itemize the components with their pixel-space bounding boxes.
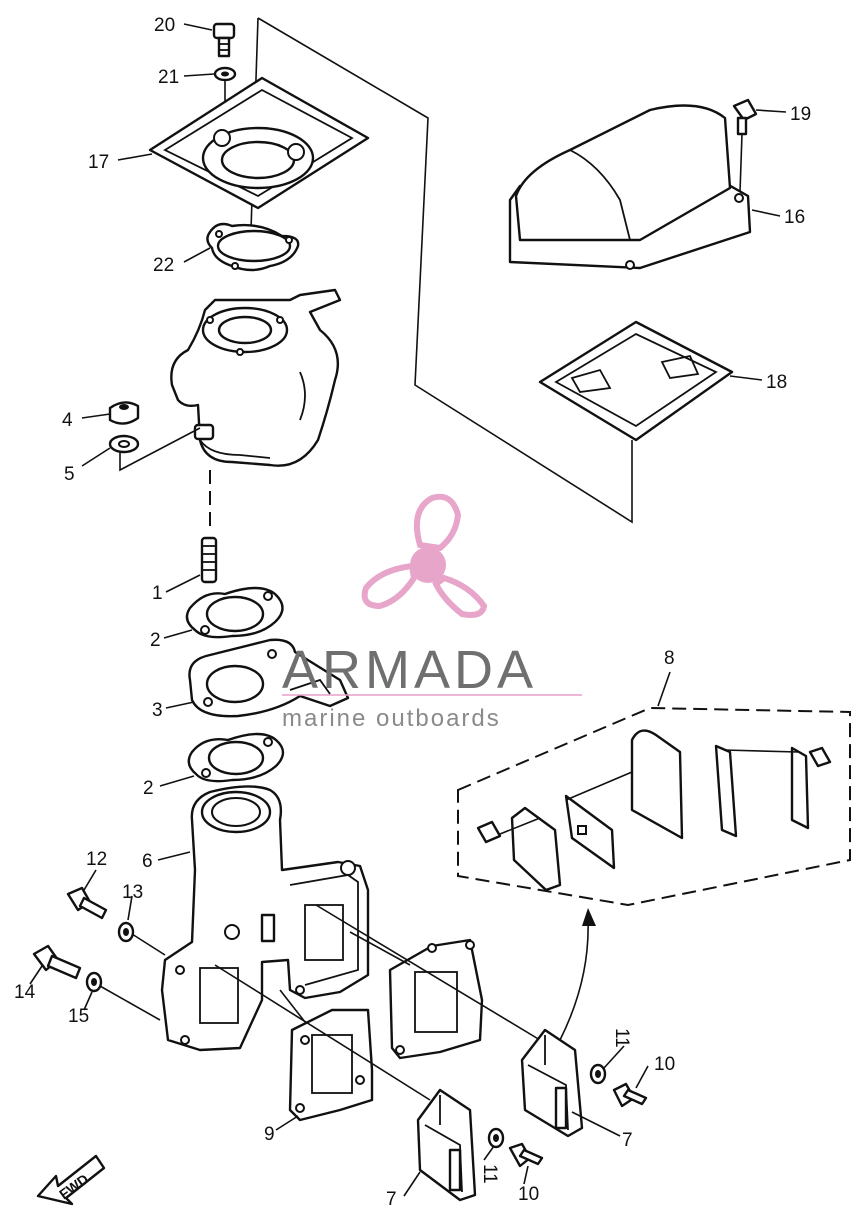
callout-6: 6 [142,851,153,872]
part-20-bolt [212,22,236,58]
callout-10-lower: 10 [518,1184,539,1205]
callout-7-lower: 7 [386,1189,397,1210]
part-2-gasket-lower [187,732,285,783]
gasket-link-a [279,989,306,1023]
part-5-washer [108,434,140,454]
callout-14: 14 [14,982,36,1003]
watermark-brand: ARMADA [282,640,537,700]
callout-2-lower: 2 [143,778,154,799]
part-13-axis [131,933,166,956]
fwd-direction-marker: FWD [36,1154,106,1206]
part-12-bolt [66,886,108,920]
part-3-plate [188,638,350,718]
part-11-washer-lower [487,1127,505,1149]
part-5-axis [119,427,201,472]
callout-9: 9 [264,1124,275,1145]
callout-1: 1 [152,583,163,604]
part-13-washer [117,921,135,943]
callout-15: 15 [68,1006,89,1027]
part-4-nut [108,401,140,425]
part-1-stud [200,536,218,584]
propeller-blade-left [361,562,418,610]
callout-leaders [29,23,787,1197]
part-17-intake-cover [148,76,370,210]
callout-19: 19 [790,104,811,125]
callout-4: 4 [62,410,73,431]
part-15-axis [99,985,161,1021]
part-19-axis [739,133,743,193]
callout-8: 8 [664,648,675,669]
callout-10-upper: 10 [654,1054,675,1075]
manifold-to-valve-left-axis [214,964,431,1101]
part-19-bolt [732,98,758,136]
assembly-frame-line [257,17,633,524]
callout-17: 17 [88,152,109,173]
part-18-silencer-gasket [538,320,734,442]
manifold-to-valve-right-axis [315,904,541,1041]
callout-2-upper: 2 [150,630,161,651]
propeller-blade-top [414,493,462,552]
part-10-screw-lower [508,1142,544,1168]
part-11-washer-upper [589,1063,607,1085]
part-8-detail-boundary [457,706,851,907]
armada-propeller-logo [361,493,488,618]
gasket-link-b [349,931,411,966]
watermark-tagline: marine outboards [282,705,501,732]
carburetor-body [170,288,342,467]
callout-11-upper: 11 [611,1028,632,1048]
part-2-gasket-upper [185,586,284,639]
callout-7-upper: 7 [622,1130,633,1151]
callout-3: 3 [152,700,163,721]
callout-5: 5 [64,464,75,485]
part-9-gasket-left [288,1008,374,1122]
part-7-reed-valve-lower [416,1088,477,1202]
part-7-reed-valve-upper [520,1028,584,1138]
callout-13: 13 [122,882,143,903]
callout-21: 21 [158,67,179,88]
part-8-reed-valve-exploded [476,729,832,892]
part-14-bolt [32,944,82,980]
part-21-lock-washer [213,66,237,82]
callout-22: 22 [153,255,174,276]
callout-labels: 20 21 17 22 4 5 1 2 3 2 6 12 13 14 15 9 … [14,15,811,1210]
part-16-silencer-cover [508,104,752,270]
callout-20: 20 [154,15,175,36]
callout-12: 12 [86,849,107,870]
part-9-gasket-right [388,938,484,1060]
callout-16: 16 [784,207,805,228]
part-22-gasket [206,222,300,272]
part-10-screw-upper [612,1082,648,1108]
part-6-intake-manifold [160,785,370,1052]
detail-arrow-line [559,919,589,1041]
callout-11-lower: 11 [479,1164,500,1184]
propeller-blade-right [432,574,488,618]
propeller-hub [410,547,446,583]
callout-18: 18 [766,372,787,393]
part-15-washer [85,971,103,993]
detail-arrowhead [582,908,596,926]
